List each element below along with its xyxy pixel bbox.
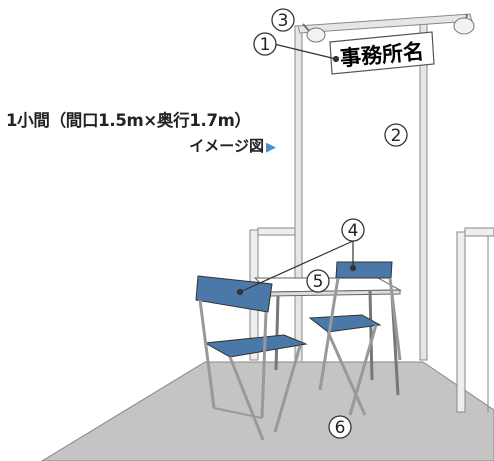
spotlight-right (453, 13, 475, 35)
fascia-sign: 事務所名 (329, 31, 435, 75)
callout-4: 4 (341, 218, 365, 242)
svg-text:3: 3 (278, 11, 289, 31)
top-beam (297, 13, 473, 34)
svg-text:5: 5 (313, 272, 324, 292)
svg-text:2: 2 (391, 126, 402, 146)
booth-size-caption: 1小間（間口1.5m×奥行1.7m） (6, 107, 251, 131)
svg-text:4: 4 (348, 221, 359, 241)
caption-main-text: 1小間（間口1.5m×奥行1.7m） (6, 111, 251, 130)
chair-left (195, 275, 308, 441)
spotlight-left (302, 23, 326, 43)
chair-right (308, 261, 402, 416)
svg-text:1: 1 (260, 35, 271, 55)
callout-5: 5 (306, 269, 330, 293)
caption-sub-text: イメージ図 (189, 137, 264, 155)
play-triangle-icon: ▶ (266, 140, 276, 155)
floor-carpet (41, 361, 494, 461)
svg-text:6: 6 (335, 418, 346, 438)
callout-1: 1 (253, 32, 277, 56)
callout-6: 6 (328, 415, 352, 439)
image-label: イメージ図▶ (189, 135, 276, 156)
callout-2: 2 (384, 123, 408, 147)
right-wall-panel (456, 227, 494, 413)
leader-lines (236, 43, 357, 296)
callout-3: 3 (271, 8, 295, 32)
